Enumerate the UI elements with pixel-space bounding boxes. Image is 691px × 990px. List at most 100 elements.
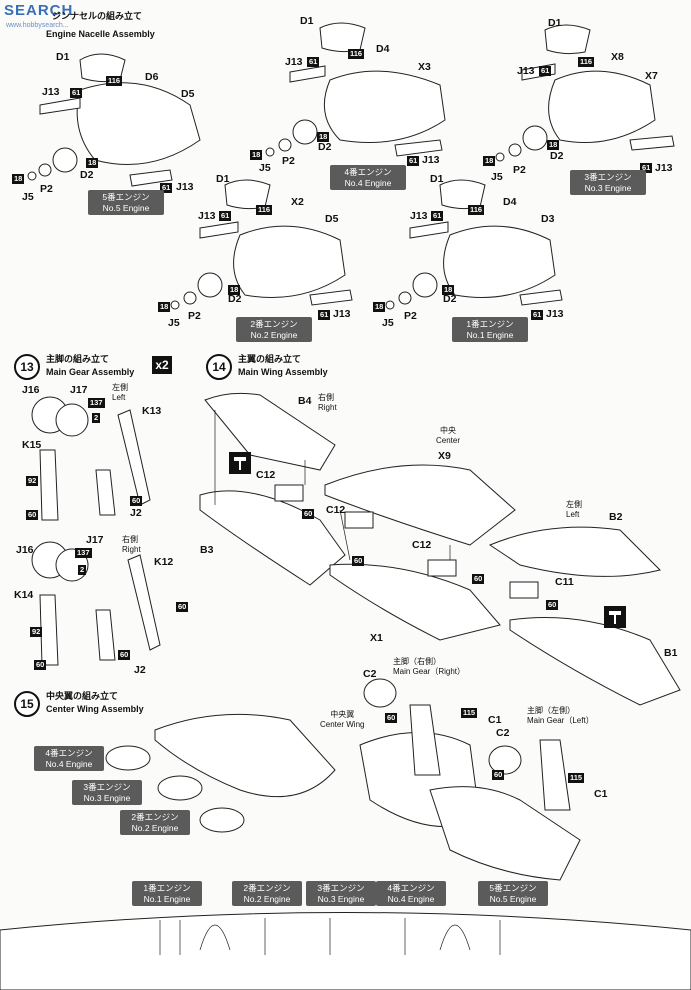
part-p2: P2 xyxy=(188,310,201,322)
num-61: 61 xyxy=(431,211,444,221)
num-60: 60 xyxy=(26,510,39,520)
num-116: 116 xyxy=(578,57,595,67)
num-18: 18 xyxy=(228,285,241,295)
part-p2: P2 xyxy=(513,164,526,176)
part-j17: J17 xyxy=(70,384,88,396)
part-d2: D2 xyxy=(80,169,94,181)
part-x9: X9 xyxy=(438,450,451,462)
part-x1: X1 xyxy=(370,632,383,644)
part-d1: D1 xyxy=(216,173,230,185)
step-13-number: 13 xyxy=(14,354,40,380)
part-k15: K15 xyxy=(22,439,42,451)
num-61: 61 xyxy=(531,310,544,320)
part-b2: B2 xyxy=(609,511,623,523)
num-60: 60 xyxy=(385,713,398,723)
num-116: 116 xyxy=(106,76,123,86)
num-18: 18 xyxy=(250,150,263,160)
num-61: 61 xyxy=(307,57,320,67)
num-60: 60 xyxy=(302,509,315,519)
part-d2: D2 xyxy=(228,293,242,305)
part-j13: J13 xyxy=(176,181,194,193)
drill-icon xyxy=(229,452,251,474)
num-18: 18 xyxy=(158,302,171,312)
part-x2: X2 xyxy=(291,196,304,208)
part-d1: D1 xyxy=(430,173,444,185)
step-15-title-en: Center Wing Assembly xyxy=(46,704,144,714)
part-d4: D4 xyxy=(503,196,517,208)
num-92: 92 xyxy=(26,476,39,486)
part-j5: J5 xyxy=(168,317,180,329)
num-115: 115 xyxy=(461,708,478,718)
main-gear-right-label: 主脚（右側）Main Gear（Right） xyxy=(393,657,466,676)
part-d4: D4 xyxy=(376,43,390,55)
num-60: 60 xyxy=(352,556,365,566)
num-92: 92 xyxy=(30,627,43,637)
main-gear-left-label: 主脚（左側）Main Gear（Left） xyxy=(527,706,594,725)
part-d6: D6 xyxy=(145,71,159,83)
part-j13: J13 xyxy=(333,308,351,320)
step-14-title-jp: 主翼の組み立て xyxy=(238,354,302,364)
part-b4: B4 xyxy=(298,395,312,407)
part-d3: D3 xyxy=(541,213,555,225)
part-k14: K14 xyxy=(14,589,34,601)
num-61: 61 xyxy=(407,156,420,166)
num-137: 137 xyxy=(75,548,92,558)
num-137: 137 xyxy=(88,398,105,408)
num-18: 18 xyxy=(442,285,455,295)
part-b1: B1 xyxy=(664,647,678,659)
part-k13: K13 xyxy=(142,405,162,417)
part-j13: J13 xyxy=(42,86,60,98)
part-d5: D5 xyxy=(181,88,195,100)
part-k12: K12 xyxy=(154,556,174,568)
drill-icon xyxy=(604,606,626,628)
part-j13: J13 xyxy=(198,210,216,222)
step-13-title-en: Main Gear Assembly xyxy=(46,367,135,377)
part-j16: J16 xyxy=(16,544,34,556)
step-13-title-jp: 主脚の組み立て xyxy=(46,354,110,364)
num-60: 60 xyxy=(34,660,47,670)
num-18: 18 xyxy=(317,132,330,142)
step-15-title-jp: 中央翼の組み立て xyxy=(46,691,119,701)
nacelle-title-en: Engine Nacelle Assembly xyxy=(46,29,155,39)
part-j17: J17 xyxy=(86,534,104,546)
part-c11: C11 xyxy=(555,576,574,588)
num-18: 18 xyxy=(12,174,25,184)
part-d2: D2 xyxy=(443,293,457,305)
part-j5: J5 xyxy=(259,162,271,174)
part-c1: C1 xyxy=(488,714,502,726)
num-116: 116 xyxy=(256,205,273,215)
step-14-title-en: Main Wing Assembly xyxy=(238,367,328,377)
part-x8: X8 xyxy=(611,51,624,63)
part-d1: D1 xyxy=(300,15,314,27)
part-j13: J13 xyxy=(546,308,564,320)
num-116: 116 xyxy=(468,205,485,215)
part-j5: J5 xyxy=(382,317,394,329)
part-j5: J5 xyxy=(491,171,503,183)
num-60: 60 xyxy=(118,650,131,660)
num-60: 60 xyxy=(546,600,559,610)
part-x3: X3 xyxy=(418,61,431,73)
part-c12: C12 xyxy=(256,469,276,481)
part-j13: J13 xyxy=(410,210,428,222)
multiplier-badge: x2 xyxy=(152,356,172,374)
step-14-number: 14 xyxy=(206,354,232,380)
num-60: 60 xyxy=(130,496,143,506)
num-115: 115 xyxy=(568,773,585,783)
num-60: 60 xyxy=(472,574,485,584)
part-d1: D1 xyxy=(548,17,562,29)
watermark-site: www.hobbysearch... xyxy=(6,22,69,29)
part-d2: D2 xyxy=(318,141,332,153)
